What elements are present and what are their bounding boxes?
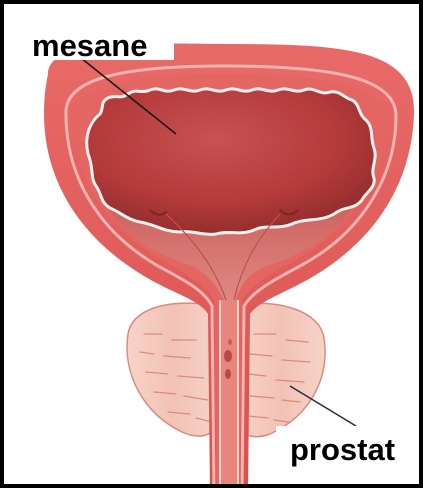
urethra: [220, 300, 238, 488]
prostate-label: prostat: [276, 426, 408, 470]
bladder-prostate-illustration: [4, 4, 423, 488]
bladder-label: mesane: [26, 24, 174, 60]
bladder-cavity: [87, 89, 375, 235]
prostate-left-lobe: [127, 303, 218, 436]
